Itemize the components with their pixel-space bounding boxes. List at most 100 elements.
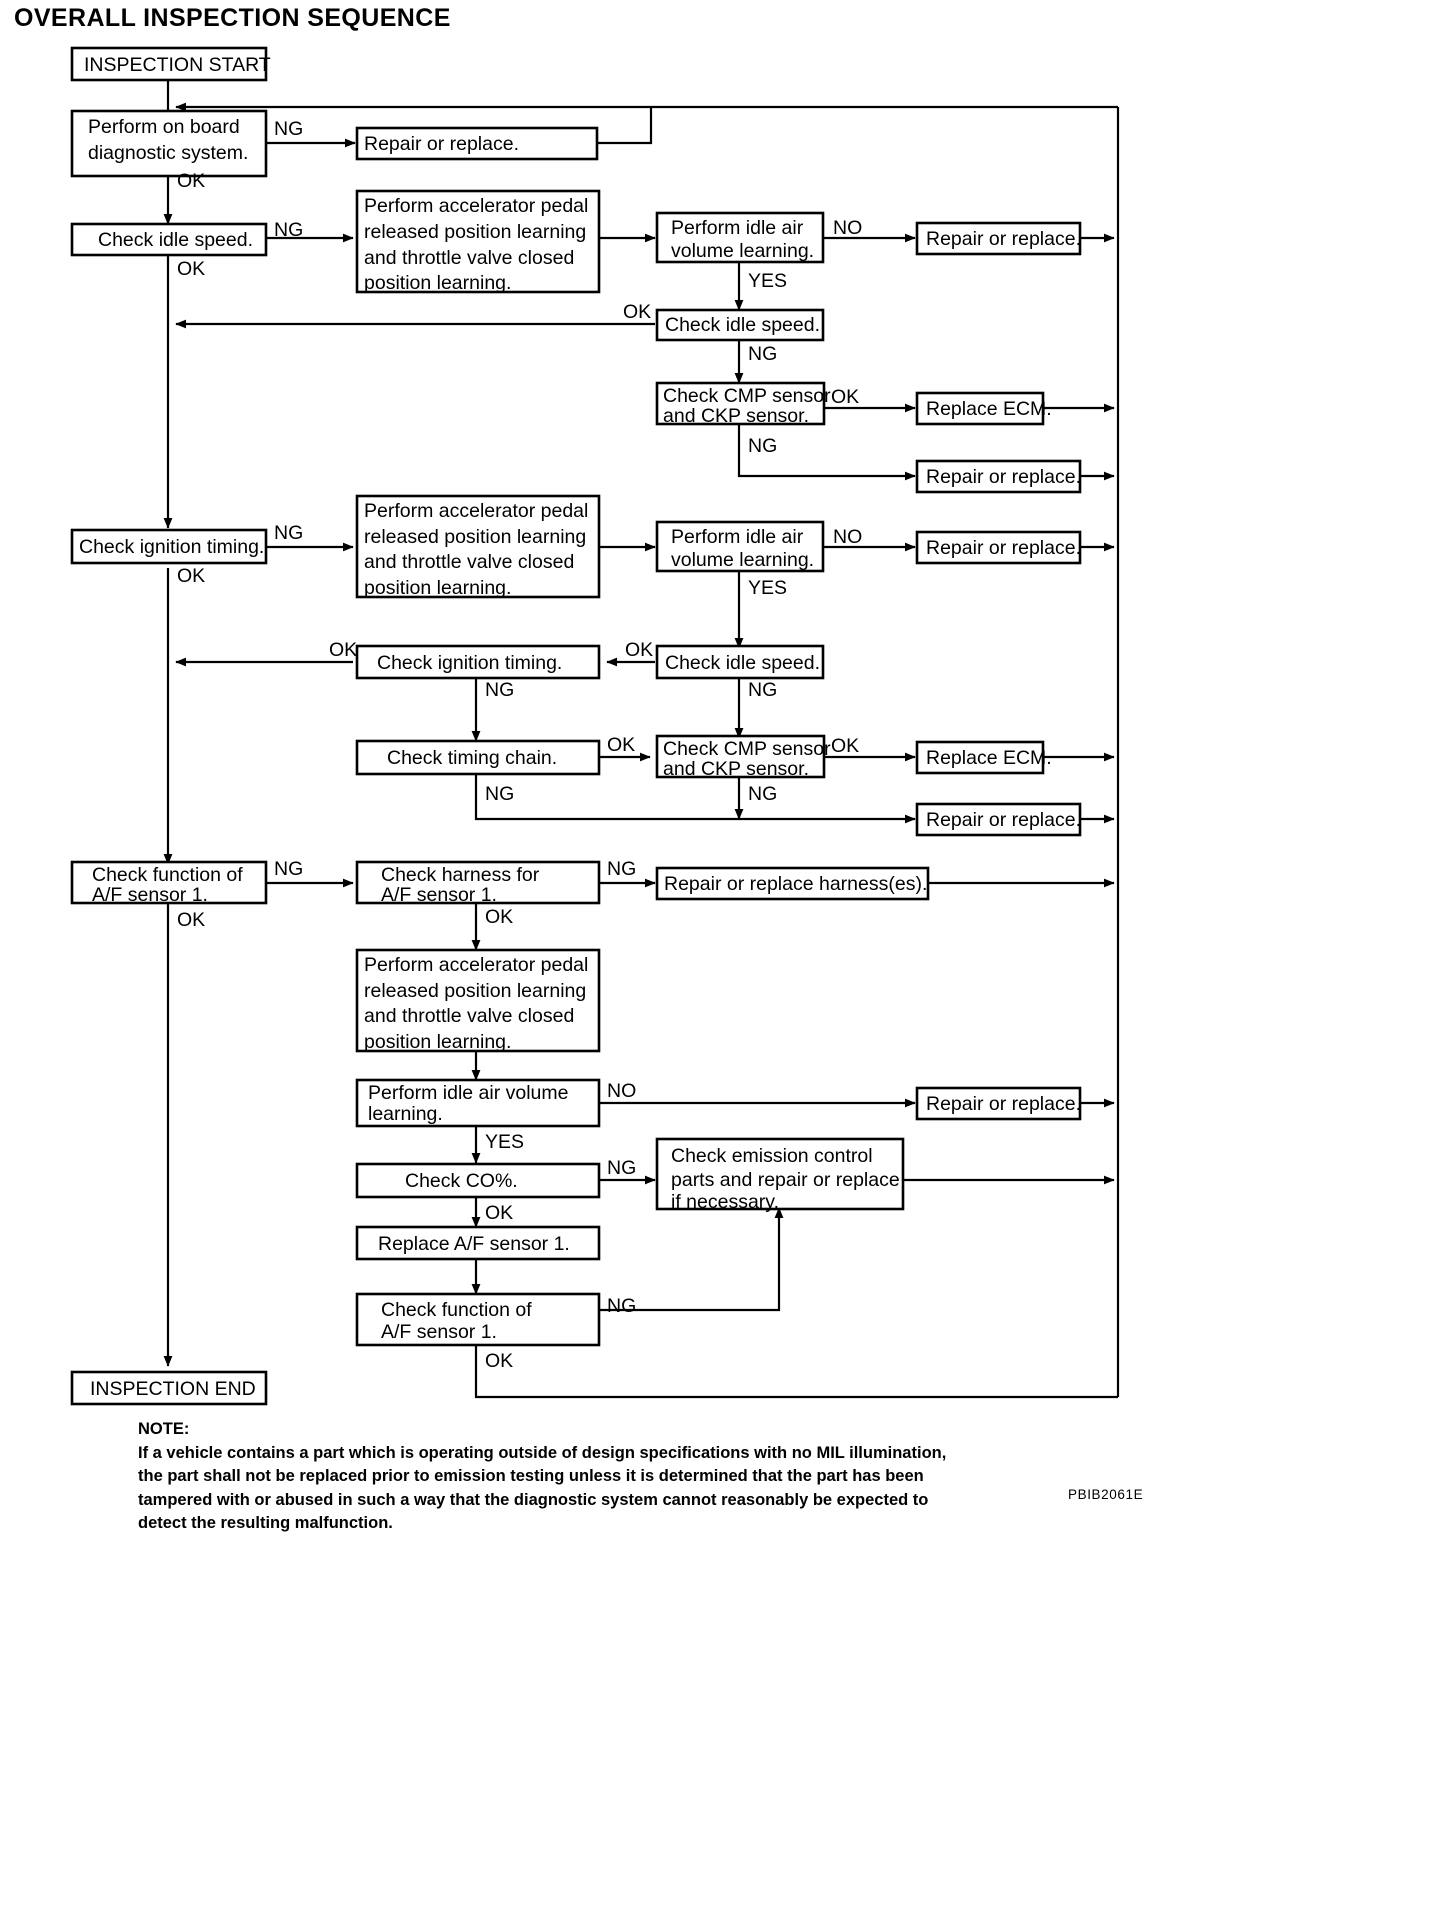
edge-label-no-1: NO — [833, 217, 862, 239]
edge-label-ok-5: OK — [177, 565, 205, 587]
edge-label-ng-2: NG — [274, 219, 303, 241]
box-check-co — [355, 1162, 601, 1199]
box-repair-harness — [655, 866, 930, 901]
box-replace-ecm-1 — [915, 391, 1045, 426]
box-repair-harness-label: Repair or replace harness(es). — [664, 873, 927, 895]
box-check-emission-line2: parts and repair or replace — [671, 1169, 900, 1191]
box-repair-replace-6 — [915, 1086, 1082, 1121]
edge-cmp1-ng — [737, 424, 916, 481]
edge-label-ok-1: OK — [177, 170, 205, 192]
box-learning-1-line4: position learning. — [364, 272, 511, 294]
box-idle-air-1-line1: Perform idle air — [671, 217, 804, 239]
box-idle-air-2-line2: volume learning. — [671, 549, 814, 571]
box-inspection-end — [70, 1370, 268, 1406]
box-check-timing-chain — [355, 739, 601, 776]
note-line-2: the part shall not be replaced prior to … — [138, 1467, 924, 1485]
box-repair-replace-3 — [915, 459, 1082, 494]
box-af-harness-line1: Check harness for — [381, 864, 540, 886]
note-line-3: tampered with or abused in such a way th… — [138, 1490, 929, 1509]
box-learning-2-line1: Perform accelerator pedal — [364, 500, 588, 522]
box-check-co-label: Check CO%. — [405, 1170, 518, 1192]
box-learning-1-line2: released position learning — [364, 221, 586, 243]
edge-label-ng-5: NG — [274, 522, 303, 544]
box-af-harness — [355, 860, 601, 905]
edge-label-ng-6: NG — [485, 679, 514, 701]
box-cmp-ckp-1-line2: and CKP sensor. — [663, 405, 809, 427]
box-cmp-ckp-2-line1: Check CMP sensor — [663, 738, 831, 760]
box-idle-air-1-line2: volume learning. — [671, 240, 814, 262]
edge-label-ok-8: OK — [607, 734, 635, 756]
page-title: OVERALL INSPECTION SEQUENCE — [14, 4, 451, 32]
box-idle-air-2-line1: Perform idle air — [671, 526, 804, 548]
edge-label-ok-6: OK — [625, 639, 653, 661]
edge-label-ok-7: OK — [329, 639, 357, 661]
note-block: NOTE: If a vehicle contains a part which… — [138, 1418, 1138, 1536]
box-learning-3 — [355, 948, 601, 1053]
box-repair-replace-2-label: Repair or replace. — [926, 228, 1081, 250]
box-learning-3-line2: released position learning — [364, 980, 586, 1002]
box-af-function-2-line1: Check function of — [381, 1299, 532, 1321]
box-learning-1 — [355, 189, 601, 294]
box-inspection-start — [70, 46, 268, 82]
box-check-idle-speed-3-label: Check idle speed. — [665, 652, 820, 674]
box-af-function-2 — [355, 1292, 601, 1347]
box-af-function-1-line2: A/F sensor 1. — [92, 884, 208, 906]
box-check-idle-speed-1-label: Check idle speed. — [98, 229, 253, 251]
edge-label-ng-11: NG — [607, 858, 636, 880]
box-learning-2-line3: and throttle valve closed — [364, 551, 574, 573]
edge-label-yes-3: YES — [485, 1131, 524, 1153]
box-replace-af-sensor-label: Replace A/F sensor 1. — [378, 1233, 570, 1255]
edge-label-ng-8: NG — [485, 783, 514, 805]
box-idle-air-1 — [655, 211, 825, 264]
edge-label-ok-10: OK — [177, 909, 205, 931]
edge-affunc2-ok — [474, 1345, 1118, 1399]
edge-label-ng-12: NG — [607, 1157, 636, 1179]
box-replace-ecm-1-label: Replace ECM. — [926, 398, 1052, 420]
box-check-timing-chain-label: Check timing chain. — [387, 747, 557, 769]
edge-label-no-2: NO — [833, 526, 862, 548]
edge-label-yes-1: YES — [748, 270, 787, 292]
box-cmp-ckp-2-line2: and CKP sensor. — [663, 758, 809, 780]
edge-label-ng-7: NG — [748, 679, 777, 701]
edge-chain-ng — [474, 775, 916, 824]
box-af-function-2-line2: A/F sensor 1. — [381, 1321, 497, 1343]
edge-label-ok-3: OK — [623, 301, 651, 323]
box-repair-replace-1-label: Repair or replace. — [364, 133, 519, 155]
edge-label-ng-1: NG — [274, 118, 303, 140]
box-idle-air-3 — [355, 1078, 601, 1128]
edge-affunc2-ng — [599, 1207, 784, 1312]
box-replace-ecm-2 — [915, 740, 1045, 775]
box-check-ign-timing-2-label: Check ignition timing. — [377, 652, 562, 674]
box-learning-3-line3: and throttle valve closed — [364, 1005, 574, 1027]
box-check-ign-timing-1-label: Check ignition timing. — [79, 536, 264, 558]
edge-label-ng-4: NG — [748, 435, 777, 457]
edge-label-ok-12: OK — [485, 1202, 513, 1224]
edge-label-ok-4: OK — [831, 386, 859, 408]
box-learning-3-line4: position learning. — [364, 1031, 511, 1053]
edge-label-ng-3: NG — [748, 343, 777, 365]
box-af-harness-line2: A/F sensor 1. — [381, 884, 497, 906]
box-idle-air-2 — [655, 520, 825, 573]
box-perform-obd-line1: Perform on board — [88, 116, 240, 138]
box-check-ign-timing-2 — [355, 644, 601, 680]
box-check-ign-timing-1 — [70, 528, 268, 565]
box-repair-replace-4 — [915, 530, 1082, 565]
box-check-emission — [655, 1137, 905, 1211]
edge-label-ok-9: OK — [831, 735, 859, 757]
edge-label-ok-13: OK — [485, 1350, 513, 1372]
box-learning-1-line3: and throttle valve closed — [364, 247, 574, 269]
box-repair-replace-4-label: Repair or replace. — [926, 537, 1081, 559]
edge-label-ng-9: NG — [748, 783, 777, 805]
figure-code: PBIB2061E — [1068, 1487, 1144, 1502]
edge-label-yes-2: YES — [748, 577, 787, 599]
box-repair-replace-2 — [915, 221, 1082, 256]
box-inspection-end-label: INSPECTION END — [90, 1378, 256, 1400]
box-af-function-1 — [70, 860, 268, 905]
box-idle-air-3-line2: learning. — [368, 1103, 443, 1125]
box-idle-air-3-line1: Perform idle air volume — [368, 1082, 568, 1104]
box-perform-obd-line2: diagnostic system. — [88, 142, 248, 164]
box-check-emission-line3: if necessary. — [671, 1191, 779, 1213]
